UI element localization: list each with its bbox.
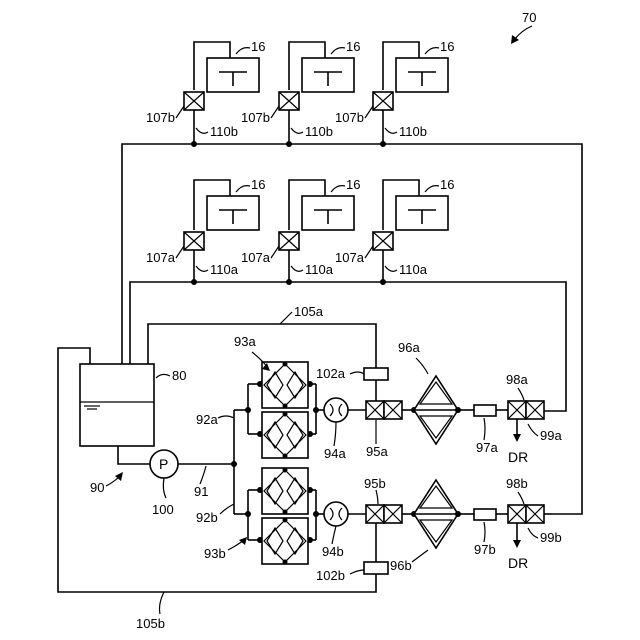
label-pipe99-a: 99a bbox=[540, 428, 562, 443]
label-valve-top: 107b bbox=[241, 110, 270, 125]
label-sensor102-b: 102b bbox=[316, 568, 345, 583]
branch-leader bbox=[385, 128, 397, 133]
label-bridge-b: 96b bbox=[390, 558, 412, 573]
label-valve-mid: 107a bbox=[241, 250, 271, 265]
label-pipe-main: 91 bbox=[194, 484, 208, 499]
label-valve3-a: 98a bbox=[506, 372, 528, 387]
label-drain-b: DR bbox=[508, 555, 528, 571]
label-system: 70 bbox=[522, 10, 536, 25]
pump-leader bbox=[163, 478, 166, 498]
pipe99-leader bbox=[528, 424, 538, 436]
label-sensor102-a: 102a bbox=[316, 366, 346, 381]
pipe-leader bbox=[220, 504, 234, 514]
valve-leader bbox=[376, 490, 378, 504]
label-valve3-b: 98b bbox=[506, 476, 528, 491]
label-branch-mid: 110a bbox=[399, 262, 428, 277]
label-valve-branch-b: 95b bbox=[364, 476, 386, 491]
label-valve-top: 107b bbox=[146, 110, 175, 125]
loop-110a bbox=[130, 250, 566, 411]
bridge-leader bbox=[412, 550, 428, 562]
valve3-leader bbox=[518, 492, 524, 504]
unit-leader bbox=[236, 48, 250, 54]
pipe99-leader bbox=[528, 528, 538, 538]
pipe-leader bbox=[200, 466, 206, 484]
return-leader bbox=[280, 312, 292, 324]
filter-stack-b bbox=[262, 468, 308, 565]
label-unit: 16 bbox=[440, 39, 454, 54]
label-flow-a: 94a bbox=[324, 446, 346, 461]
branch-leader bbox=[291, 266, 303, 271]
label-return-b: 105b bbox=[136, 616, 165, 631]
label-circuit: 90 bbox=[90, 480, 104, 495]
label-pump: 100 bbox=[152, 502, 174, 517]
label-valve-top: 107b bbox=[335, 110, 364, 125]
label-flow-b: 94b bbox=[322, 544, 344, 559]
unit-row-mid bbox=[184, 180, 448, 250]
label-pipe-a: 92a bbox=[196, 412, 218, 427]
label-branch-top: 110b bbox=[399, 124, 427, 139]
valve-leader bbox=[176, 106, 184, 118]
sensor-leader bbox=[350, 372, 364, 374]
sensor-leader bbox=[484, 418, 485, 440]
valve-leader bbox=[176, 246, 184, 258]
label-return-a: 105a bbox=[294, 304, 324, 319]
tank-80 bbox=[80, 364, 154, 446]
bridge-leader bbox=[416, 358, 428, 374]
label-filter-b: 93b bbox=[204, 546, 226, 561]
label-unit: 16 bbox=[440, 177, 454, 192]
label-pipe-b: 92b bbox=[196, 510, 218, 525]
branch-leader bbox=[196, 266, 208, 271]
label-branch-mid: 110a bbox=[210, 262, 239, 277]
label-filter-a: 93a bbox=[234, 334, 256, 349]
tank-leader bbox=[156, 374, 170, 378]
label-sensor-b: 97b bbox=[474, 542, 496, 557]
branch-leader bbox=[291, 128, 303, 133]
flow-leader bbox=[332, 526, 336, 544]
filter-stack-a bbox=[262, 362, 308, 459]
branch-leader bbox=[385, 266, 397, 271]
label-branch-top: 110b bbox=[210, 124, 238, 139]
valve-leader bbox=[271, 106, 279, 118]
unit-leader bbox=[331, 186, 345, 192]
label-unit: 16 bbox=[346, 39, 360, 54]
valve-leader bbox=[365, 246, 373, 258]
label-unit: 16 bbox=[251, 39, 265, 54]
pipe-leader bbox=[218, 416, 234, 418]
unit-leader bbox=[331, 48, 345, 54]
pump-symbol: P bbox=[159, 456, 168, 472]
unit-leader bbox=[236, 186, 250, 192]
label-unit: 16 bbox=[346, 177, 360, 192]
valve-leader bbox=[271, 246, 279, 258]
label-pipe99-b: 99b bbox=[540, 530, 562, 545]
label-bridge-a: 96a bbox=[398, 340, 420, 355]
unit-leader bbox=[425, 48, 439, 54]
label-unit: 16 bbox=[251, 177, 265, 192]
label-valve-branch-a: 95a bbox=[366, 444, 388, 459]
label-valve-mid: 107a bbox=[146, 250, 176, 265]
unit-leader bbox=[425, 186, 439, 192]
label-tank: 80 bbox=[172, 368, 186, 383]
flow-leader bbox=[334, 422, 336, 446]
sensor-leader bbox=[350, 570, 364, 574]
label-branch-top: 110b bbox=[305, 124, 333, 139]
valve-leader bbox=[365, 106, 373, 118]
system-arrow bbox=[514, 26, 532, 40]
branch-leader bbox=[196, 128, 208, 133]
label-branch-mid: 110a bbox=[305, 262, 334, 277]
unit-row-top bbox=[184, 42, 448, 110]
valve3-leader bbox=[518, 388, 524, 400]
label-sensor-a: 97a bbox=[476, 440, 498, 455]
label-drain-a: DR bbox=[508, 449, 528, 465]
label-valve-mid: 107a bbox=[335, 250, 365, 265]
sensor-leader bbox=[484, 522, 485, 542]
return-leader bbox=[160, 592, 165, 614]
